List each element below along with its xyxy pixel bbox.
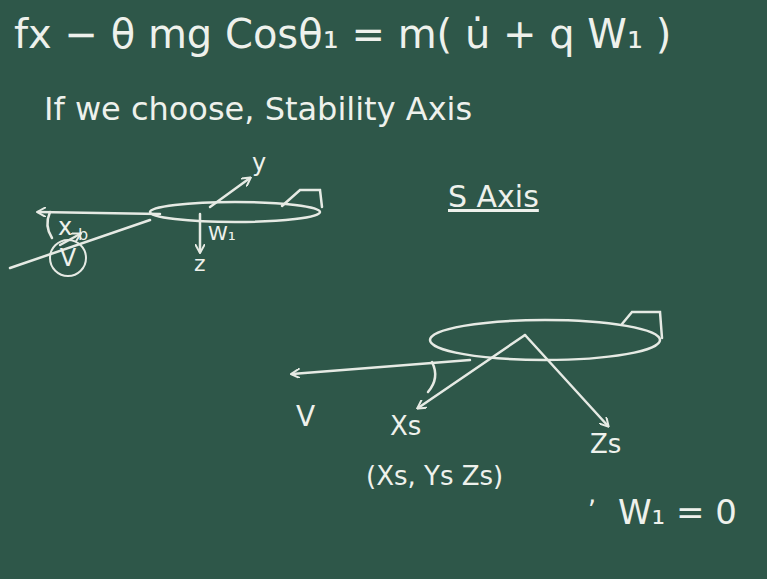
axes-note: (Xs, Ys Zs)	[366, 462, 503, 491]
axis-subscript: b	[78, 226, 88, 244]
axis-label: z	[194, 252, 206, 276]
heading-note: If we choose, Stability Axis	[44, 92, 472, 127]
circled-label: V	[49, 239, 87, 277]
axis-label: Xs	[390, 412, 421, 441]
equation: fx − θ mg Cosθ₁ = m( u̇ + q W₁ )	[14, 12, 671, 56]
condition-note: W₁ = 0	[618, 494, 737, 531]
axis-label: y	[252, 150, 266, 176]
velocity-label: V	[296, 402, 315, 433]
axis-label: Zs	[590, 430, 621, 459]
velocity-label: V	[60, 246, 76, 270]
section-heading: S Axis	[448, 180, 539, 213]
separator: ,	[588, 480, 596, 509]
velocity-label: W₁	[208, 222, 236, 244]
axis-label: x	[58, 214, 72, 240]
